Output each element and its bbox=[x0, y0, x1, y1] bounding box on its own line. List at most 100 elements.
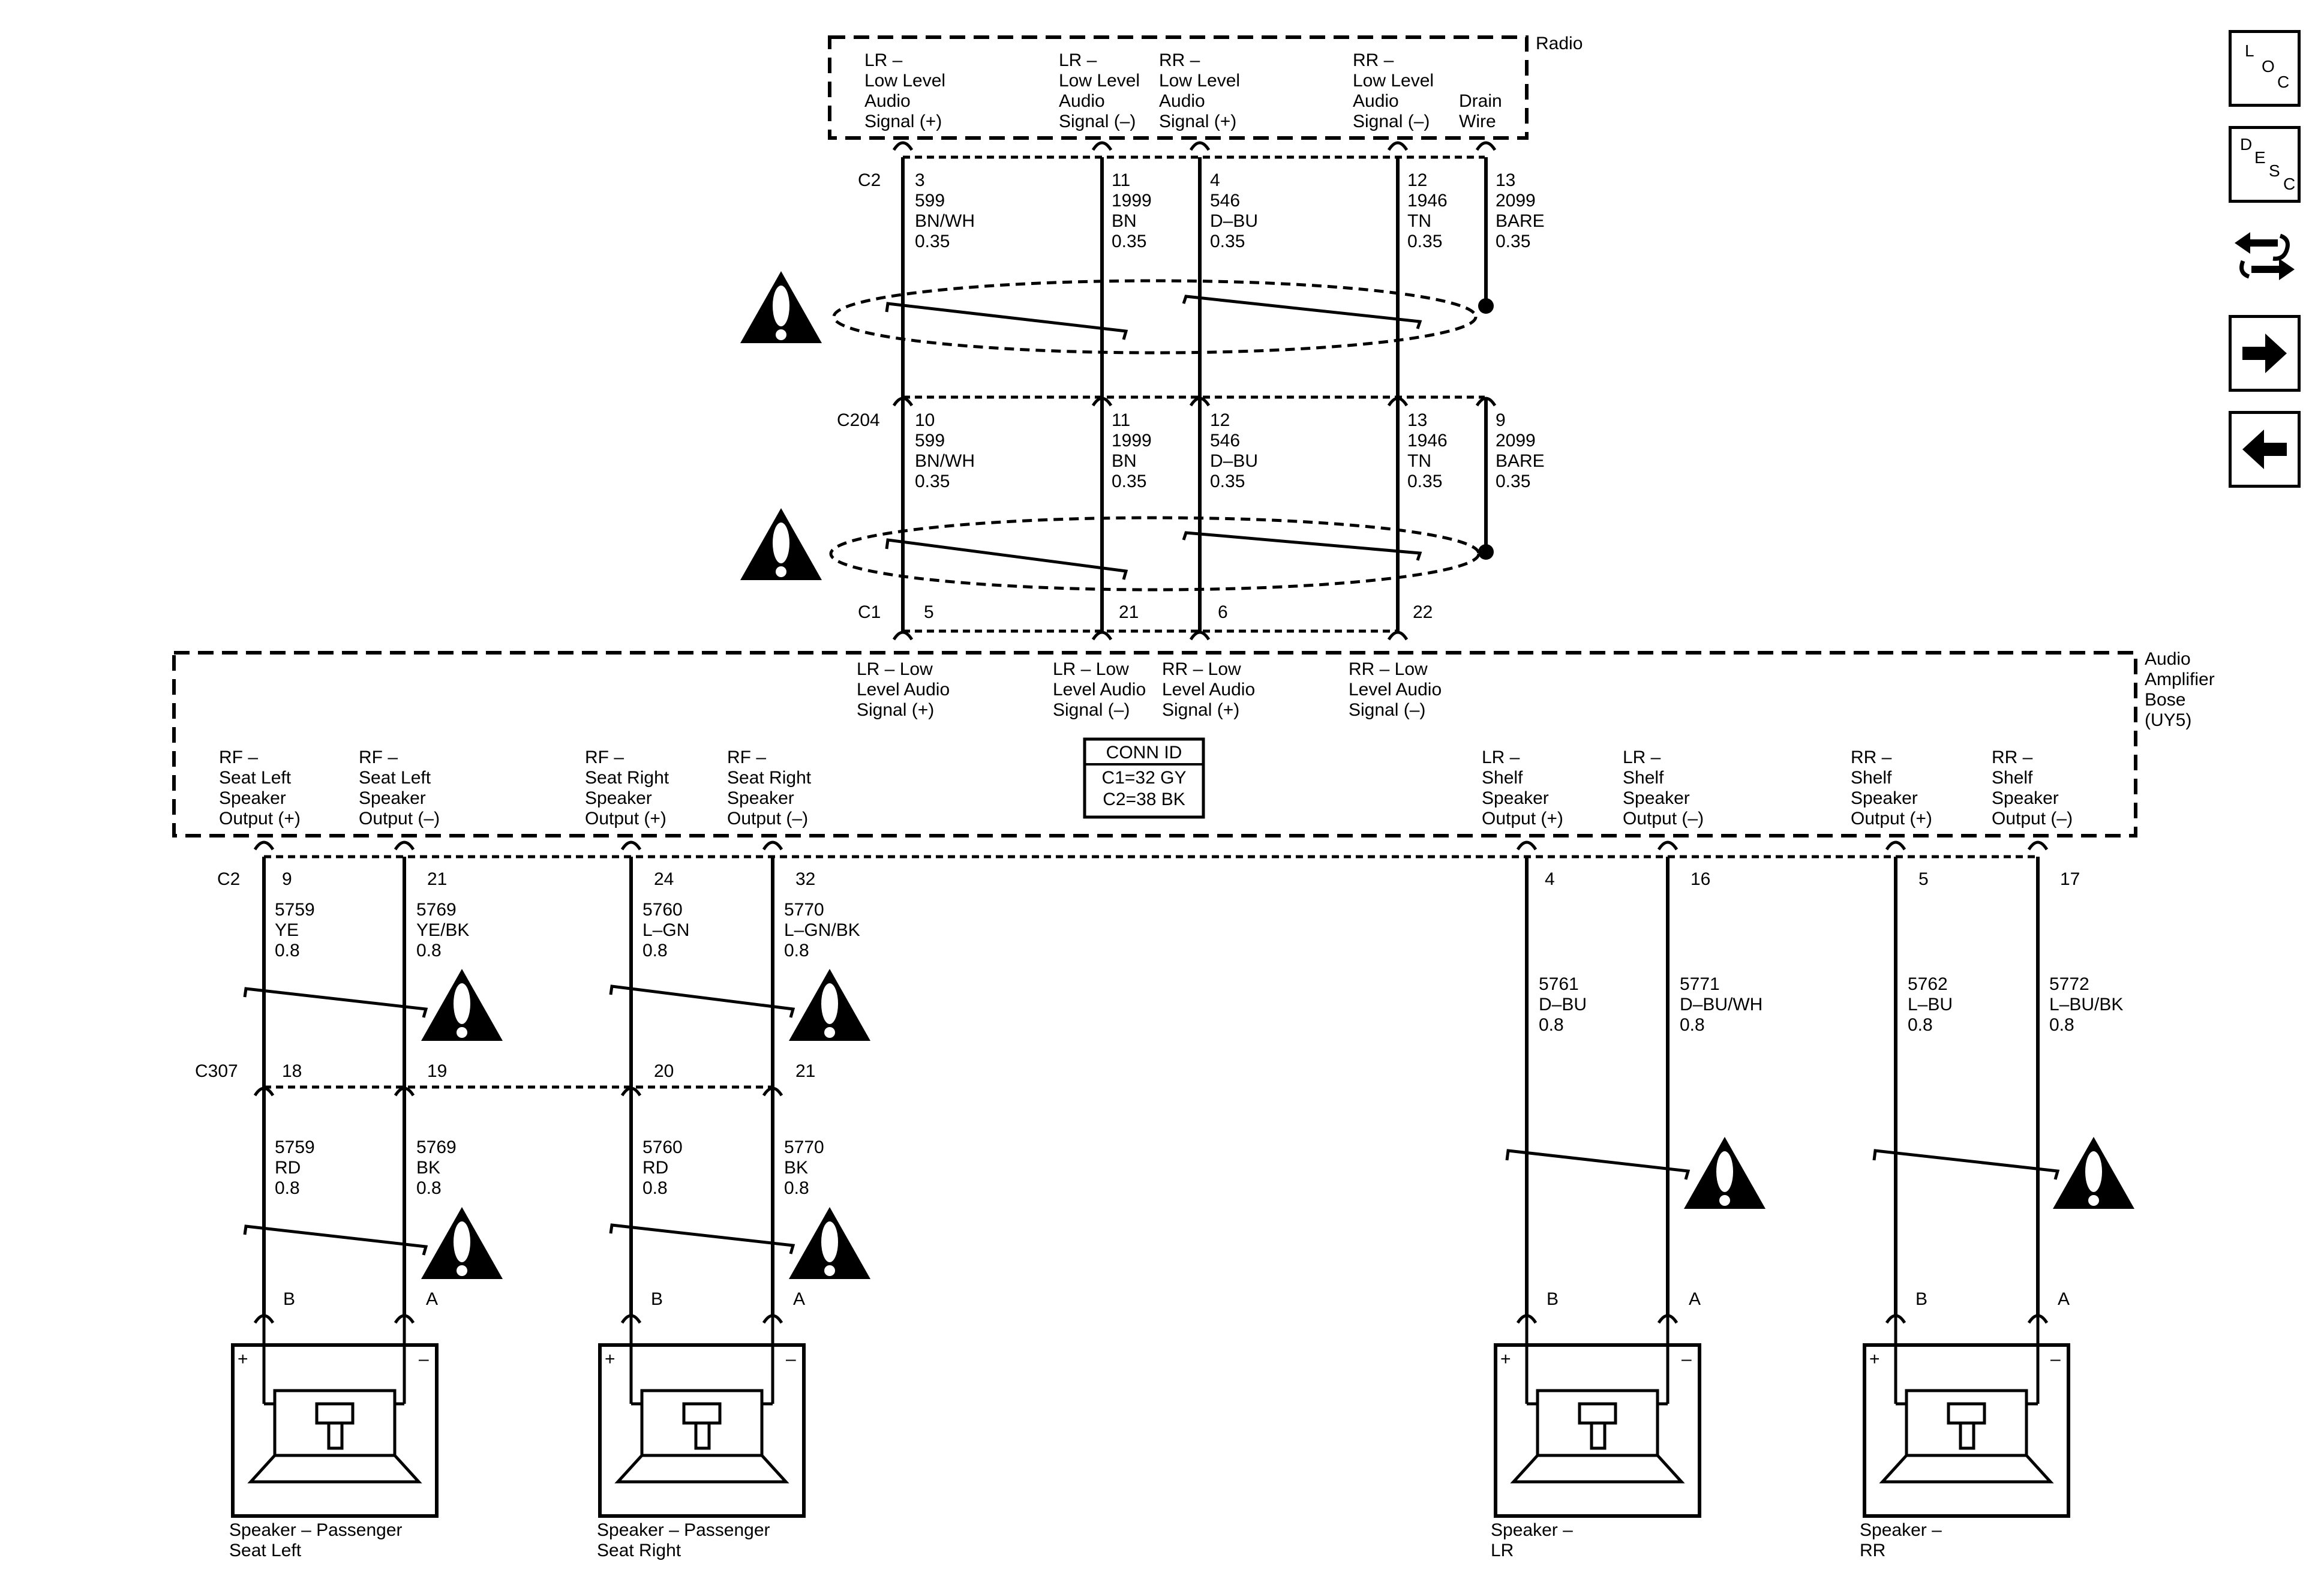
svg-text:Speaker –: Speaker – bbox=[1491, 1520, 1573, 1540]
svg-text:RR –: RR – bbox=[1851, 748, 1892, 767]
svg-text:0.8: 0.8 bbox=[784, 1178, 809, 1198]
svg-text:RF –: RF – bbox=[219, 748, 258, 767]
svg-text:RR: RR bbox=[1860, 1541, 1885, 1560]
svg-text:B: B bbox=[283, 1289, 295, 1309]
svg-text:Output (–): Output (–) bbox=[1623, 809, 1704, 828]
amp-input-label: LR – Low bbox=[857, 659, 933, 679]
conn-id-line: C2=38 BK bbox=[1103, 789, 1185, 809]
conn-id-box bbox=[1083, 737, 1205, 819]
wire-circuit: 546 bbox=[1210, 191, 1240, 211]
connector-amp-c2-label: C2 bbox=[217, 869, 240, 889]
svg-text:L–GN: L–GN bbox=[642, 920, 689, 940]
amp-input-label: Level Audio bbox=[857, 680, 950, 700]
radio-pin-label: Low Level bbox=[864, 71, 945, 91]
wire-gauge: 0.35 bbox=[1407, 232, 1442, 251]
wire-color: BN/WH bbox=[915, 451, 975, 471]
radio-pin-label: Low Level bbox=[1059, 71, 1140, 91]
wire-circuit: 2099 bbox=[1496, 431, 1536, 451]
warning-icon[interactable] bbox=[421, 1207, 503, 1279]
wire-pin: 22 bbox=[1413, 602, 1433, 622]
svg-text:0.8: 0.8 bbox=[1908, 1015, 1933, 1035]
svg-text:5770: 5770 bbox=[784, 900, 824, 920]
svg-text:–: – bbox=[2050, 1349, 2061, 1369]
svg-text:A: A bbox=[793, 1289, 805, 1309]
loc-letter: O bbox=[2262, 57, 2275, 76]
twist-1a bbox=[885, 302, 1128, 340]
amp-input-label: Level Audio bbox=[1053, 680, 1146, 700]
warning-icon[interactable] bbox=[740, 271, 822, 343]
connector-exchange-icon[interactable] bbox=[2229, 219, 2301, 296]
radio-pin-label: RR – bbox=[1353, 50, 1394, 70]
wire-gauge: 0.35 bbox=[915, 472, 950, 491]
svg-text:0.8: 0.8 bbox=[642, 941, 668, 960]
svg-text:+: + bbox=[238, 1349, 248, 1369]
connector-c307-label: C307 bbox=[195, 1061, 238, 1081]
radio-pin-label: Drain bbox=[1459, 91, 1502, 111]
svg-text:0.8: 0.8 bbox=[2049, 1015, 2074, 1035]
svg-text:L–BU: L–BU bbox=[1908, 995, 1953, 1014]
warning-icon[interactable] bbox=[789, 1207, 870, 1279]
svg-text:5770: 5770 bbox=[784, 1137, 824, 1157]
twist-4 bbox=[609, 984, 795, 1018]
wire-gauge: 0.35 bbox=[1496, 232, 1530, 251]
loc-letter: C bbox=[2277, 73, 2290, 91]
svg-text:5: 5 bbox=[1918, 869, 1929, 889]
svg-text:RD: RD bbox=[275, 1158, 301, 1178]
radio-pin-label: Audio bbox=[1353, 91, 1399, 111]
wire-gauge: 0.35 bbox=[1210, 232, 1245, 251]
desc-letter: C bbox=[2283, 175, 2296, 193]
warning-icon[interactable] bbox=[421, 969, 503, 1041]
drain-splice-dot-1 bbox=[1478, 298, 1494, 314]
svg-text:5760: 5760 bbox=[642, 900, 683, 920]
wire-circuit: 1946 bbox=[1407, 191, 1448, 211]
svg-text:BK: BK bbox=[784, 1158, 808, 1178]
warning-icon[interactable] bbox=[740, 508, 822, 580]
radio-pin-label: RR – bbox=[1159, 50, 1200, 70]
amp-input-label: Signal (–) bbox=[1349, 700, 1425, 720]
speaker-symbol-lr bbox=[1494, 1317, 1701, 1518]
svg-text:+: + bbox=[1500, 1349, 1511, 1369]
svg-text:5761: 5761 bbox=[1539, 974, 1579, 994]
wire-pin: 3 bbox=[915, 170, 925, 190]
svg-text:D–BU: D–BU bbox=[1539, 995, 1587, 1014]
amp-input-label: Signal (+) bbox=[857, 700, 934, 720]
svg-text:LR –: LR – bbox=[1623, 748, 1661, 767]
svg-text:RF –: RF – bbox=[727, 748, 766, 767]
twist-2a bbox=[885, 538, 1128, 580]
svg-text:20: 20 bbox=[654, 1061, 674, 1081]
connector-c1-label: C1 bbox=[858, 602, 881, 622]
svg-text:–: – bbox=[786, 1349, 796, 1369]
svg-text:Shelf: Shelf bbox=[1992, 768, 2033, 788]
svg-text:Speaker: Speaker bbox=[1992, 788, 2059, 808]
amp-input-label: Signal (+) bbox=[1162, 700, 1239, 720]
next-button[interactable] bbox=[2229, 315, 2301, 392]
next-arrow-icon bbox=[2242, 334, 2287, 373]
twist-3 bbox=[243, 987, 428, 1018]
svg-text:0.8: 0.8 bbox=[1680, 1015, 1705, 1035]
wire-pin: 13 bbox=[1496, 170, 1515, 190]
connector-c2-label: C2 bbox=[858, 170, 881, 190]
wire-color: BN/WH bbox=[915, 211, 975, 231]
wire-pin: 11 bbox=[1112, 410, 1130, 430]
twist-1b bbox=[1182, 295, 1422, 329]
svg-text:Output (–): Output (–) bbox=[727, 809, 808, 828]
wire-circuit: 546 bbox=[1210, 431, 1240, 451]
drain-splice-dot-2 bbox=[1478, 544, 1494, 560]
wire-circuit: 1999 bbox=[1112, 191, 1152, 211]
wire-gauge: 0.35 bbox=[1210, 472, 1245, 491]
wire-circuit: 599 bbox=[915, 191, 945, 211]
radio-pin-label: Audio bbox=[1059, 91, 1105, 111]
previous-button[interactable] bbox=[2229, 411, 2301, 488]
svg-text:D–BU/WH: D–BU/WH bbox=[1680, 995, 1762, 1014]
description-button[interactable]: D E S C bbox=[2229, 126, 2301, 203]
warning-icon[interactable] bbox=[2053, 1137, 2134, 1209]
location-button[interactable]: L O C bbox=[2229, 30, 2301, 107]
warning-icon[interactable] bbox=[789, 969, 870, 1041]
svg-text:–: – bbox=[1682, 1349, 1692, 1369]
svg-text:BK: BK bbox=[416, 1158, 440, 1178]
warning-icon[interactable] bbox=[1684, 1137, 1765, 1209]
svg-text:Output (+): Output (+) bbox=[585, 809, 666, 828]
amp-c2-wire-specs: 9 5759 YE 0.8 21 5769 YE/BK 0.8 24 5760 … bbox=[275, 869, 2123, 1035]
radio-pin-label: Signal (+) bbox=[1159, 112, 1236, 131]
amplifier-title: Amplifier bbox=[2145, 670, 2215, 689]
